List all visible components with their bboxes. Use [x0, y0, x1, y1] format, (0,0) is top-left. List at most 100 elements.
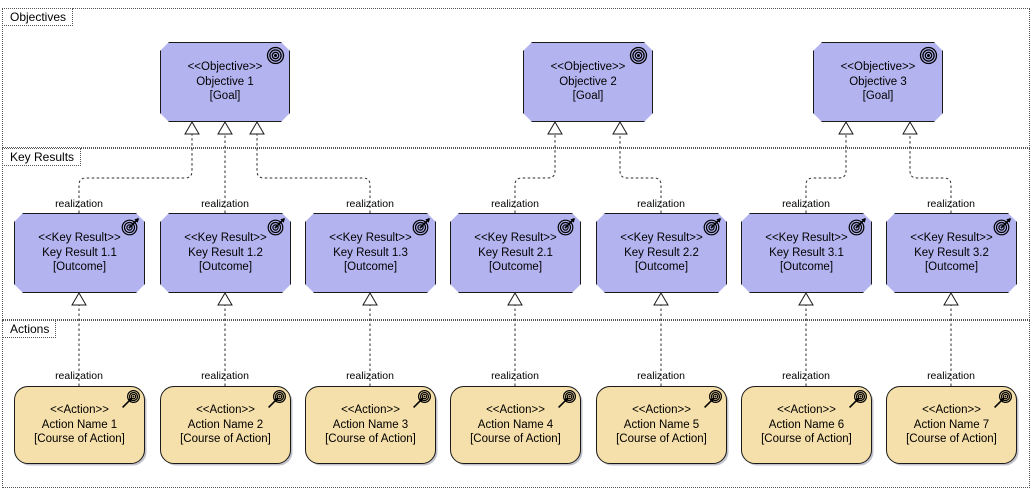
outcome-icon [121, 217, 140, 236]
node-name: Action Name 7 [913, 418, 990, 431]
node-type: [Outcome] [343, 261, 398, 274]
node-stereotype: <<Action>> [486, 404, 545, 417]
outcome-icon [703, 217, 722, 236]
action-node-act4[interactable]: <<Action>>Action Name 4 [Course of Action… [450, 386, 581, 464]
node-name: Key Result 1.2 [188, 246, 263, 259]
relationship-label-r-kr22-obj2: realization [637, 198, 685, 210]
key-result-node-kr13[interactable]: <<Key Result>>Key Result 1.3 [Outcome] [305, 213, 436, 293]
course-of-action-icon [267, 389, 287, 409]
group-label-actions: Actions [2, 320, 57, 338]
node-type: [Goal] [209, 90, 241, 103]
action-node-act3[interactable]: <<Action>>Action Name 3[Course of Action… [305, 386, 436, 464]
node-name: Key Result 1.1 [42, 246, 117, 259]
node-stereotype: <<Action>> [196, 404, 255, 417]
relationship-label-r-act6-kr31: realization [782, 370, 830, 382]
node-name: Key Result 3.1 [769, 246, 844, 259]
node-name: Key Result 2.2 [624, 246, 699, 259]
relationship-label-r-kr32-obj3: realization [927, 198, 975, 210]
course-of-action-icon [993, 389, 1013, 409]
course-of-action-icon [703, 389, 723, 409]
node-stereotype: <<Objective>> [550, 61, 626, 74]
node-name: Key Result 3.2 [914, 246, 989, 259]
node-type: [Outcome] [779, 261, 834, 274]
objective-node-obj2[interactable]: <<Objective>>Objective 2 [Goal] [523, 42, 653, 122]
node-name: Action Name 6 [768, 418, 845, 431]
node-stereotype: <<Key Result>> [910, 232, 993, 245]
relationship-label-r-kr31-obj3: realization [782, 198, 830, 210]
node-stereotype: <<Key Result>> [184, 232, 267, 245]
action-node-act2[interactable]: <<Action>>Action Name 2 [Course of Action… [160, 386, 291, 464]
node-type: [Course of Action] [906, 433, 997, 446]
relationship-label-r-act3-kr13: realization [346, 370, 394, 382]
node-type: [Outcome] [488, 261, 543, 274]
node-stereotype: <<Action>> [50, 404, 109, 417]
goal-icon [266, 46, 285, 65]
action-node-act5[interactable]: <<Action>>Action Name 5 [Course of Action… [596, 386, 727, 464]
key-result-node-kr22[interactable]: <<Key Result>>Key Result 2.2 [Outcome] [596, 213, 727, 293]
key-result-node-kr21[interactable]: <<Key Result>>Key Result 2.1 [Outcome] [450, 213, 581, 293]
node-name: Action Name 5 [623, 418, 700, 431]
relationship-label-r-act2-kr12: realization [201, 370, 249, 382]
node-stereotype: <<Key Result>> [38, 232, 121, 245]
node-type: [Course of Action] [761, 433, 852, 446]
node-stereotype: <<Key Result>> [620, 232, 703, 245]
action-node-act6[interactable]: <<Action>>Action Name 6 [Course of Action… [741, 386, 872, 464]
node-type: [Goal] [572, 90, 604, 103]
node-stereotype: <<Key Result>> [474, 232, 557, 245]
node-type: [Course of Action] [470, 433, 561, 446]
node-stereotype: <<Objective>> [187, 61, 263, 74]
relationship-label-r-kr21-obj2: realization [491, 198, 539, 210]
node-name: Key Result 1.3 [333, 246, 408, 259]
goal-icon [629, 46, 648, 65]
node-type: [Outcome] [924, 261, 979, 274]
key-result-node-kr32[interactable]: <<Key Result>>Key Result 3.2 [Outcome] [886, 213, 1017, 293]
course-of-action-icon [848, 389, 868, 409]
goal-icon [919, 46, 938, 65]
node-name: Key Result 2.1 [478, 246, 553, 259]
relationship-label-r-kr11-obj1: realization [55, 198, 103, 210]
node-stereotype: <<Objective>> [840, 61, 916, 74]
course-of-action-icon [412, 389, 432, 409]
node-type: [Outcome] [52, 261, 107, 274]
key-result-node-kr31[interactable]: <<Key Result>>Key Result 3.1 [Outcome] [741, 213, 872, 293]
outcome-icon [412, 217, 431, 236]
node-stereotype: <<Action>> [777, 404, 836, 417]
relationship-label-r-act4-kr21: realization [491, 370, 539, 382]
node-name: Objective 3 [849, 75, 907, 88]
node-type: [Course of Action] [325, 433, 416, 446]
node-stereotype: <<Key Result>> [329, 232, 412, 245]
relationship-label-r-act1-kr11: realization [55, 370, 103, 382]
relationship-label-r-act7-kr32: realization [927, 370, 975, 382]
key-result-node-kr12[interactable]: <<Key Result>>Key Result 1.2 [Outcome] [160, 213, 291, 293]
key-result-node-kr11[interactable]: <<Key Result>>Key Result 1.1 [Outcome] [14, 213, 145, 293]
group-actions[interactable]: Actions [2, 320, 1030, 488]
course-of-action-icon [121, 389, 141, 409]
course-of-action-icon [557, 389, 577, 409]
node-type: [Course of Action] [616, 433, 707, 446]
action-node-act7[interactable]: <<Action>>Action Name 7 [Course of Action… [886, 386, 1017, 464]
relationship-label-r-act5-kr22: realization [637, 370, 685, 382]
outcome-icon [557, 217, 576, 236]
node-stereotype: <<Key Result>> [765, 232, 848, 245]
outcome-icon [848, 217, 867, 236]
node-stereotype: <<Action>> [922, 404, 981, 417]
outcome-icon [993, 217, 1012, 236]
node-type: [Course of Action] [180, 433, 271, 446]
node-type: [Goal] [862, 90, 894, 103]
relationship-label-r-kr13-obj1: realization [346, 198, 394, 210]
node-type: [Outcome] [198, 261, 253, 274]
objective-node-obj1[interactable]: <<Objective>>Objective 1[Goal] [160, 42, 290, 122]
node-type: [Course of Action] [34, 433, 125, 446]
node-name: Action Name 1 [41, 418, 118, 431]
node-type: [Outcome] [634, 261, 689, 274]
node-name: Action Name 4 [477, 418, 554, 431]
node-stereotype: <<Action>> [632, 404, 691, 417]
node-name: Action Name 2 [187, 418, 264, 431]
node-name: Action Name 3 [332, 418, 409, 431]
group-label-objectives: Objectives [2, 8, 74, 26]
objective-node-obj3[interactable]: <<Objective>>Objective 3 [Goal] [813, 42, 943, 122]
action-node-act1[interactable]: <<Action>>Action Name 1 [Course of Action… [14, 386, 145, 464]
node-name: Objective 2 [559, 75, 617, 88]
outcome-icon [267, 217, 286, 236]
